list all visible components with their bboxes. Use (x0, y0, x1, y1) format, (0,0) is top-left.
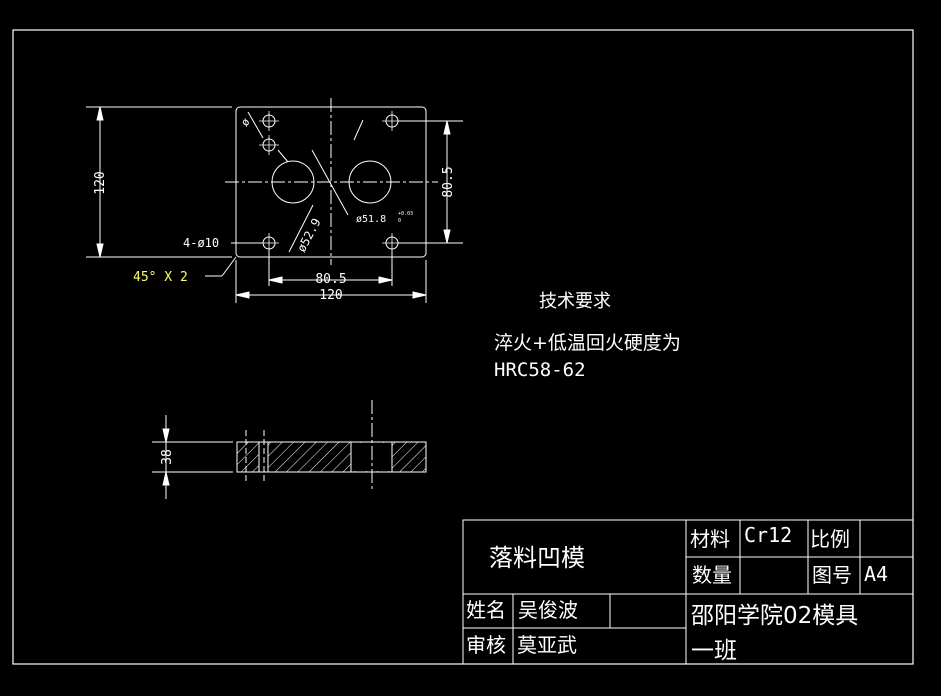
drawing-no-value: A4 (864, 562, 889, 586)
dim-chamfer: 45° X 2 (133, 270, 188, 285)
top-view (86, 98, 463, 303)
scale-label: 比例 (810, 527, 850, 551)
dim-width-120: 120 (319, 288, 342, 303)
school-line-2: 一班 (691, 638, 737, 664)
name-value: 吴俊波 (518, 598, 578, 622)
dim-hole-callout: 4-ø10 (183, 236, 219, 250)
school-line-1: 邵阳学院02模具 (691, 603, 859, 629)
part-name: 落料凹模 (489, 544, 585, 572)
notes-heading: 技术要求 (539, 291, 611, 312)
material-value: Cr12 (744, 523, 793, 547)
section-view (152, 400, 427, 499)
dim-width-80-5: 80.5 (315, 272, 346, 287)
dim-height-80-5-right: 80.5 (441, 166, 456, 197)
review-value: 莫亚武 (517, 633, 577, 657)
drawing-no-label: 图号 (812, 563, 852, 587)
name-label: 姓名 (466, 598, 506, 622)
title-block-grid (462, 519, 914, 665)
quantity-label: 数量 (692, 563, 732, 587)
notes-line-1: 淬火+低温回火硬度为 (494, 332, 681, 354)
dim-tol-lower: 0 (398, 218, 401, 224)
dim-thickness-38: 38 (160, 449, 175, 465)
large-hole-left (271, 160, 315, 204)
review-label: 审核 (466, 633, 506, 657)
dim-tol-upper: +0.03 (398, 211, 413, 217)
dim-height-120-left: 120 (93, 171, 108, 194)
material-label: 材料 (690, 527, 730, 551)
notes-line-2: HRC58-62 (494, 359, 586, 381)
large-hole-right (348, 160, 392, 204)
dim-dia-51-8: ø51.8 (356, 214, 386, 225)
dim-dia-52-9: ø52.9 (294, 216, 323, 254)
